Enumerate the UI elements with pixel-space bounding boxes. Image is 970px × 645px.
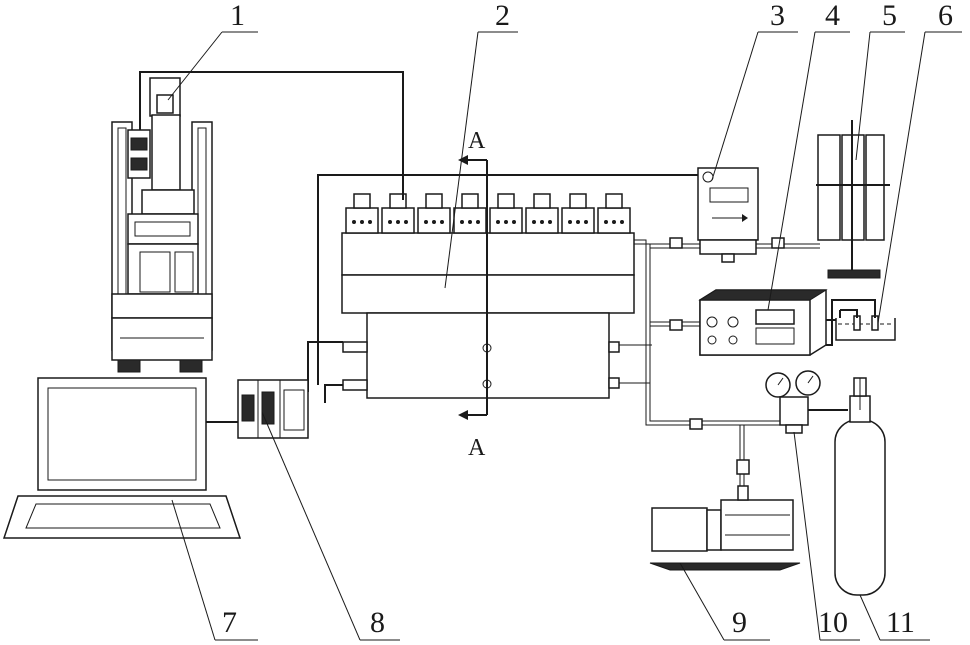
vessel-valve xyxy=(598,194,630,233)
computer-monitor xyxy=(38,378,206,490)
section-label-top: A xyxy=(468,128,486,154)
label-4: 4 xyxy=(825,0,840,32)
label-9: 9 xyxy=(732,606,747,639)
loading-press xyxy=(112,78,212,372)
vessel-valve xyxy=(382,194,414,233)
vessel-valve xyxy=(526,194,558,233)
vessel-connector-upper xyxy=(343,342,367,352)
acquisition-module xyxy=(238,380,308,438)
vessel-valve xyxy=(418,194,450,233)
computer xyxy=(4,378,240,538)
label-1: 1 xyxy=(230,0,245,32)
vessel-valve xyxy=(454,194,486,233)
press-cylinder xyxy=(152,115,180,190)
pressure-regulator xyxy=(766,371,848,433)
vessel-valve xyxy=(490,194,522,233)
label-8: 8 xyxy=(370,606,385,639)
controller-display xyxy=(756,310,794,324)
liquid-tank xyxy=(826,300,895,345)
vessel-connector-lower xyxy=(343,380,367,390)
vessel-valve xyxy=(346,194,378,233)
label-11: 11 xyxy=(886,606,915,639)
label-3: 3 xyxy=(770,0,785,32)
section-label-bottom: A xyxy=(468,435,486,461)
computer-keyboard xyxy=(4,496,240,538)
label-5: 5 xyxy=(882,0,897,32)
label-7: 7 xyxy=(222,606,237,639)
label-10: 10 xyxy=(818,606,848,639)
gas-piping xyxy=(619,238,820,500)
vessel-valve xyxy=(562,194,594,233)
vacuum-pump xyxy=(650,486,800,570)
label-2: 2 xyxy=(495,0,510,32)
gas-bag-stand xyxy=(816,120,890,278)
flow-meter xyxy=(698,168,758,262)
label-6: 6 xyxy=(938,0,953,32)
